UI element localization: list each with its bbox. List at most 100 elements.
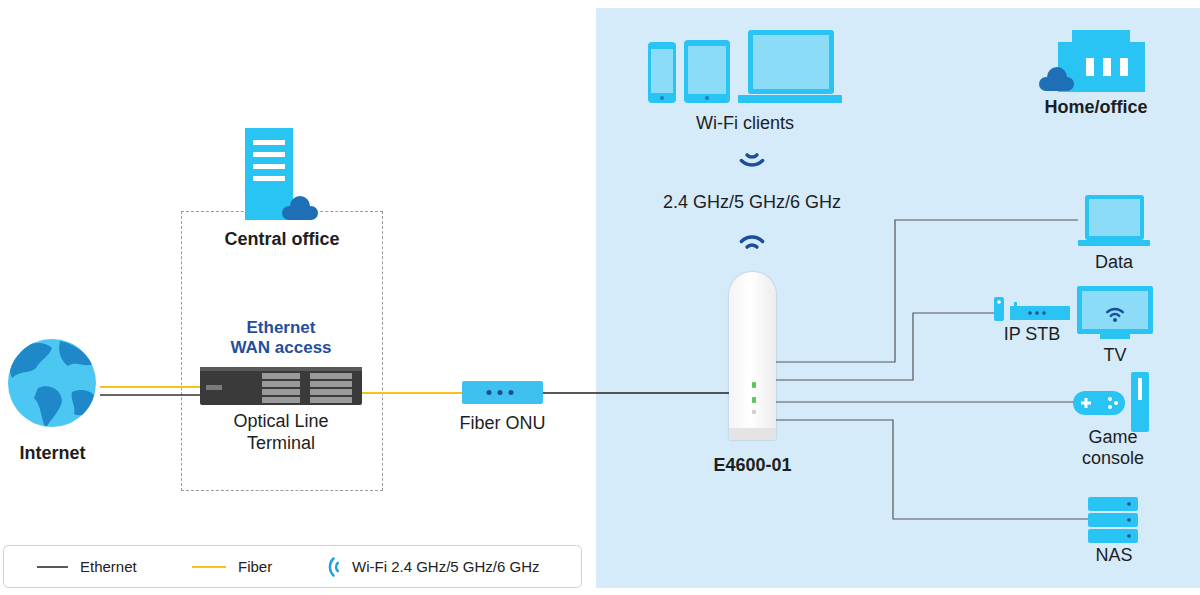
onu-leds [487,390,514,395]
stb-device: IP STB [994,296,1070,346]
line-card [310,373,352,379]
router-led [752,382,756,388]
laptop-base [1078,240,1150,246]
wifi-client-icons [648,30,842,103]
server-slot [253,140,285,145]
stb-antenna [1014,302,1017,306]
area-title: Home/office [1021,96,1171,118]
cloud-part [289,210,311,220]
globe-sphere [8,339,96,427]
console-tower [1131,372,1149,432]
fiber-onu: Fiber ONU [462,381,543,404]
router-base [729,428,776,440]
chassis-body [200,367,362,405]
fiber-link [362,392,462,394]
line-card [310,397,352,403]
stb-icon [994,297,1070,321]
gamepad-button [1114,401,1118,405]
server-slot [253,164,285,169]
router-button [752,410,756,414]
stb-box [1010,306,1070,320]
continent [59,341,94,366]
tv-frame [1077,286,1153,334]
nas-drive [1088,513,1138,527]
phone-icon [648,42,676,103]
server-slot [253,176,285,181]
device-label: Wi-Fi clients [645,112,845,134]
device-label: TV [1065,344,1165,366]
gamepad-button [1108,397,1112,401]
line-card [310,381,352,387]
nas-led [1127,518,1131,522]
laptop-screen [1089,199,1140,236]
laptop-base [738,95,842,103]
line-card [262,381,300,387]
line-card [262,397,300,403]
cloud-part [290,196,310,216]
device-label: IP STB [982,323,1082,345]
model-label: E4600-01 [689,454,816,476]
continent [10,343,52,378]
fiber-sample-line [192,566,226,568]
cloud-part [1039,77,1053,91]
cloud-part [1047,67,1067,87]
wifi-symbol-down [741,155,762,165]
olt-device: Ethernet WAN accessOptical Line Terminal [200,318,362,455]
server-slot [253,152,285,157]
tv-wifi-arc [1111,314,1119,316]
tv-stand [1100,334,1130,339]
line-card [262,389,300,395]
router-device: E4600-01 [729,272,776,440]
stb-led [1042,311,1046,315]
data-device: Data [1078,194,1150,274]
router-details [729,382,776,440]
console-slot [1138,378,1142,400]
nas-device: NAS [1088,496,1140,546]
internet-node: Internet [5,338,100,465]
house-window [1086,58,1094,76]
house-window [1103,58,1111,76]
stb-led [1035,311,1039,315]
wifi-arc [747,245,757,247]
legend-item: Fiber [238,558,272,576]
ethernet-link [543,392,729,394]
nas-led [1127,534,1131,538]
tv-wifi-dot [1113,318,1117,322]
wifi-arc [741,237,762,241]
wifi-symbol-up [741,237,762,247]
device-label: Optical Line Terminal [210,410,352,454]
gamepad [1073,391,1125,415]
laptop-screen [753,35,829,89]
device-label: NAS [1064,544,1164,566]
nas-drive [1088,529,1138,543]
cloud-part [304,206,318,220]
ethernet-link [776,220,1078,362]
cloud-part [1060,77,1074,91]
onu-led [509,390,514,395]
fiber-link [100,386,200,388]
onu-led [487,390,492,395]
node-title: Central office [182,228,382,250]
line-card [310,389,352,395]
house-body [1058,30,1145,92]
ethernet-link [776,420,1088,519]
olt-chassis [200,367,362,405]
laptop-lid [1085,195,1144,240]
laptop-icon [1078,195,1150,246]
legend-item: Wi-Fi 2.4 GHz/5 GHz/6 GHz [352,558,540,576]
wifi-arc [741,161,762,165]
line-card [262,373,300,379]
globe-continents [10,341,98,428]
phone-screen [651,49,673,93]
continent [34,386,62,428]
wifi-clients-group: Wi-Fi clients [645,28,845,136]
wifi-sample-arc [330,559,334,576]
ethernet-sample-line [37,566,68,568]
phone-button [660,96,664,100]
node-label: Internet [0,442,110,464]
home-office-panel: Home/officeWi-Fi clientsE4600-01DataIP S… [596,8,1200,588]
tablet-screen [688,46,726,94]
